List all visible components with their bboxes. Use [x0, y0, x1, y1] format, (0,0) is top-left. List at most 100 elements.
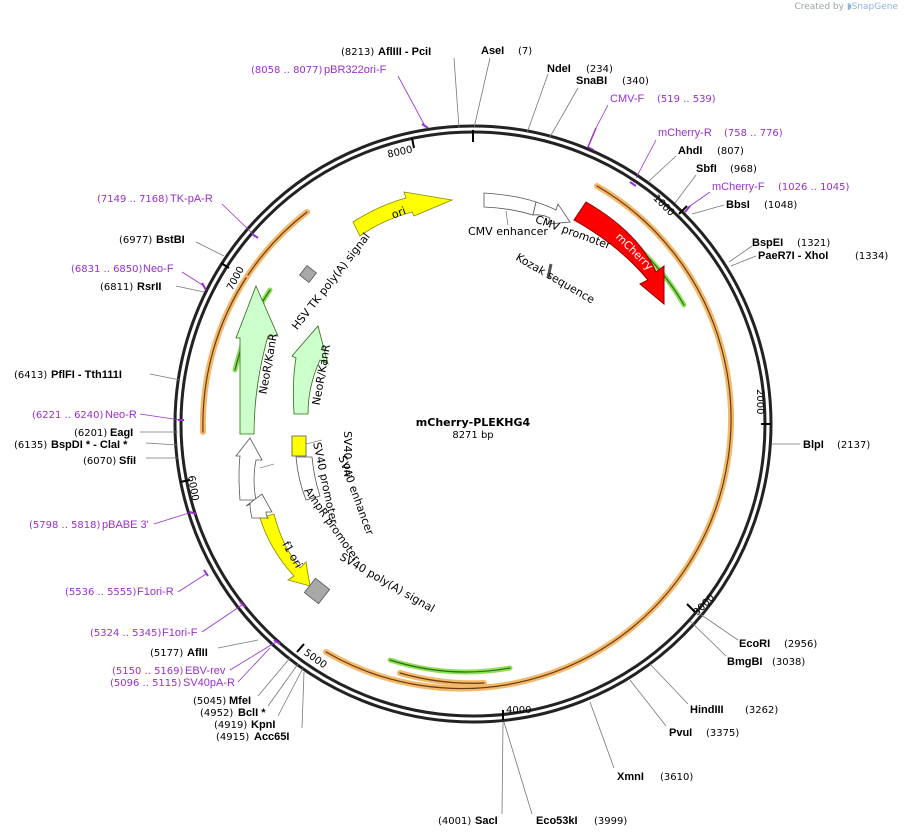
enzyme-name-saci: SacI	[475, 815, 498, 827]
enzyme-pos-paer7i: (1334)	[855, 251, 888, 262]
primer-name-pbabe3: pBABE 3'	[102, 519, 149, 531]
feature-sv40-polya	[303, 577, 331, 605]
primer-name-neo-r: Neo-R	[105, 409, 137, 421]
leader-acc65i	[301, 671, 305, 729]
primer-name-f1ori-f: F1ori-F	[162, 627, 198, 639]
leader-bstbi	[195, 241, 225, 257]
enzyme-pos-eagi: (6201)	[74, 428, 107, 439]
enzyme-name-sfii: SfiI	[119, 455, 136, 467]
enzyme-pos-sfii: (6070)	[83, 456, 116, 467]
enzyme-name-ecori: EcoRI	[739, 638, 770, 650]
primer-range-pbabe3: (5798 .. 5818)	[29, 520, 101, 531]
feature-neor-kanr-outer	[235, 284, 279, 435]
primer-range-cmv-f: (519 .. 539)	[657, 94, 716, 105]
primer-leader-f1ori-f	[201, 604, 243, 633]
tick-label-1000: 1000	[651, 193, 677, 219]
primer-range-f1ori-r: (5536 .. 5555)	[65, 587, 137, 598]
primer-labels: CMV-F (519 .. 539) mCherry-R (758 .. 776…	[29, 64, 850, 689]
tick-label-4000: 4000	[506, 705, 531, 716]
orf-arc-left-line	[202, 274, 249, 433]
leader-kpni	[277, 667, 304, 717]
primer-leader-tk-pa-r	[221, 203, 256, 237]
tick-label-6000: 6000	[185, 475, 200, 502]
feature-label-kozak: Kozak sequence	[513, 251, 597, 307]
tick-7000	[220, 262, 230, 269]
primer-mark-mcherry-r	[629, 181, 637, 187]
enzyme-pos-kpni: (4919)	[214, 720, 247, 731]
enzyme-pos-eco53ki: (3999)	[594, 816, 627, 827]
enzyme-pos-bstbi: (6977)	[119, 235, 152, 246]
enzyme-pos-pflfi: (6413)	[14, 370, 47, 381]
feature-label-sv40-polya: SV40 poly(A) signal	[337, 550, 437, 615]
primer-leader-pbabe3	[153, 511, 193, 525]
primer-mark-f1ori-f	[239, 601, 246, 608]
primer-name-neo-f: Neo-F	[143, 263, 174, 275]
enzyme-pos-afliii: (8213)	[341, 47, 374, 58]
enzyme-pos-bmgbi: (3038)	[772, 657, 805, 668]
primer-name-pbr322ori-f: pBR322ori-F	[324, 64, 387, 76]
primer-leader-f1ori-r	[177, 573, 207, 593]
enzyme-name-snabi: SnaBI	[576, 75, 607, 87]
enzyme-pos-clai: (6135)	[14, 440, 47, 451]
primer-arrow-bottom-line	[389, 659, 511, 673]
primer-range-f1ori-f: (5324 .. 5345)	[90, 628, 162, 639]
feature-kozak	[546, 263, 553, 279]
primer-name-cmv-f: CMV-F	[610, 93, 645, 105]
enzyme-pos-bcli: (4952)	[200, 708, 233, 719]
feature-ampr-promoter	[245, 493, 273, 519]
leader-claI	[145, 442, 179, 446]
leader-afliii	[453, 57, 460, 129]
primer-leader-ebv-rev	[229, 641, 277, 671]
enzyme-pos-mfei: (5045)	[193, 696, 226, 707]
primer-leader-mcherry-r	[635, 139, 657, 179]
enzyme-pos-ndei: (234)	[586, 64, 613, 75]
leader-bmgbi	[689, 620, 727, 657]
enzyme-name-asei: AseI	[481, 45, 504, 57]
feature-neor-kanr-inner	[291, 325, 329, 415]
enzyme-name-acc65i: Acc65I	[254, 731, 289, 743]
orf-arcs	[199, 183, 734, 692]
tick-label-2000: 2000	[754, 389, 765, 414]
leader-asei	[473, 57, 491, 129]
enzyme-pos-acc65i: (4915)	[216, 732, 249, 743]
leader-sbfi	[674, 174, 697, 204]
primer-mark-f1ori-r	[203, 569, 209, 577]
enzyme-name-xmni: XmnI	[617, 771, 644, 783]
enzyme-leaders	[140, 57, 800, 815]
enzyme-name-eagi: EagI	[110, 427, 133, 439]
leader-saci	[501, 721, 504, 815]
snapgene-credit: Created by ◗SnapGene	[794, 2, 898, 12]
enzyme-pos-aflii: (5177)	[150, 648, 183, 659]
primer-mark-neo-f	[201, 282, 207, 291]
enzyme-name-blpi: BlpI	[803, 439, 824, 451]
primer-name-ebv-rev: EBV-rev	[185, 665, 226, 677]
tick-1000	[678, 205, 688, 215]
primer-mark-mcherry-f	[684, 205, 691, 213]
snapgene-logo-icon: ◗	[846, 2, 852, 12]
credit-prefix: Created by	[794, 2, 844, 12]
primer-range-sv40pa-r: (5096 .. 5115)	[110, 678, 182, 689]
primer-name-mcherry-f: mCherry-F	[712, 181, 765, 193]
leader-cmv-enhancer	[505, 210, 509, 226]
tick-label-8000: 8000	[386, 144, 413, 160]
primer-name-f1ori-r: F1ori-R	[137, 586, 174, 598]
credit-brand: SnapGene	[851, 2, 898, 12]
leader-eco53ki	[503, 721, 533, 815]
enzyme-name-kpni: KpnI	[251, 719, 275, 731]
feature-shapes: mCherry ori	[235, 191, 665, 605]
feature-sv40-enhancer	[295, 456, 321, 501]
feature-label-sv40-enhancer: SV40 enhancer	[335, 454, 376, 538]
feature-sv40-promoter	[235, 437, 263, 501]
leader-pvui	[629, 679, 667, 727]
feature-label-hsv-tk-polya: HSV TK poly(A) signal	[289, 230, 373, 332]
leader-hindiii	[649, 663, 689, 705]
primer-range-neo-f: (6831 .. 6850)	[71, 264, 143, 275]
primer-leader-neo-f	[181, 271, 205, 287]
primer-leader-sv40pa-r	[237, 647, 271, 683]
enzyme-pos-bbsi: (1048)	[764, 200, 797, 211]
enzyme-name-hindiii: HindIII	[690, 704, 724, 716]
leader-sv40-ori	[305, 439, 323, 445]
leader-rsrii	[175, 285, 205, 293]
orf-arc-left2	[245, 209, 310, 278]
